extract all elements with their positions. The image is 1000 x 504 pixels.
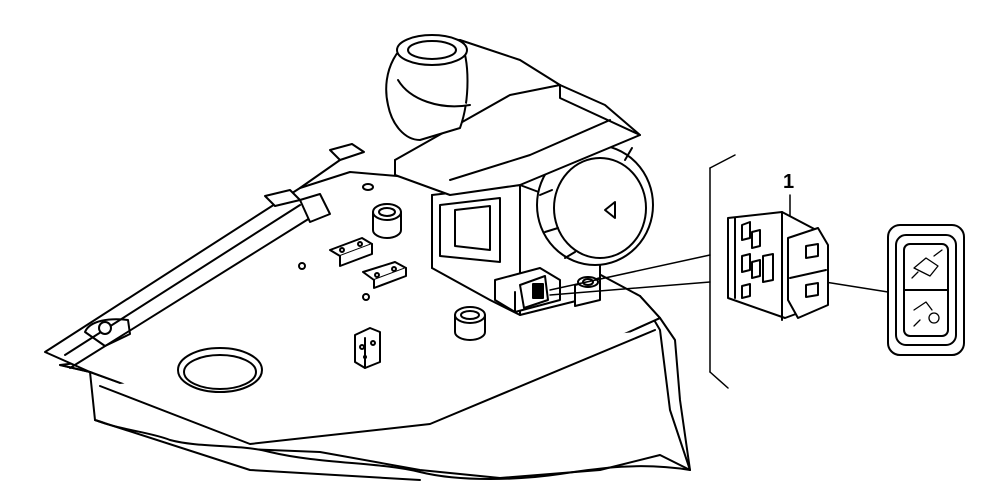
down-function-icon xyxy=(914,302,939,326)
control-unit xyxy=(386,35,653,315)
small-brackets xyxy=(85,238,406,368)
mounting-rails xyxy=(265,144,373,222)
callout-label-1: 1 xyxy=(783,171,794,193)
rocker-switch-side xyxy=(728,212,828,320)
round-opening xyxy=(178,348,262,392)
up-function-icon xyxy=(912,250,942,278)
leader-lines xyxy=(550,155,888,388)
boss-left xyxy=(373,204,401,238)
boss-right xyxy=(455,307,485,340)
rocker-switch-front xyxy=(888,225,964,355)
